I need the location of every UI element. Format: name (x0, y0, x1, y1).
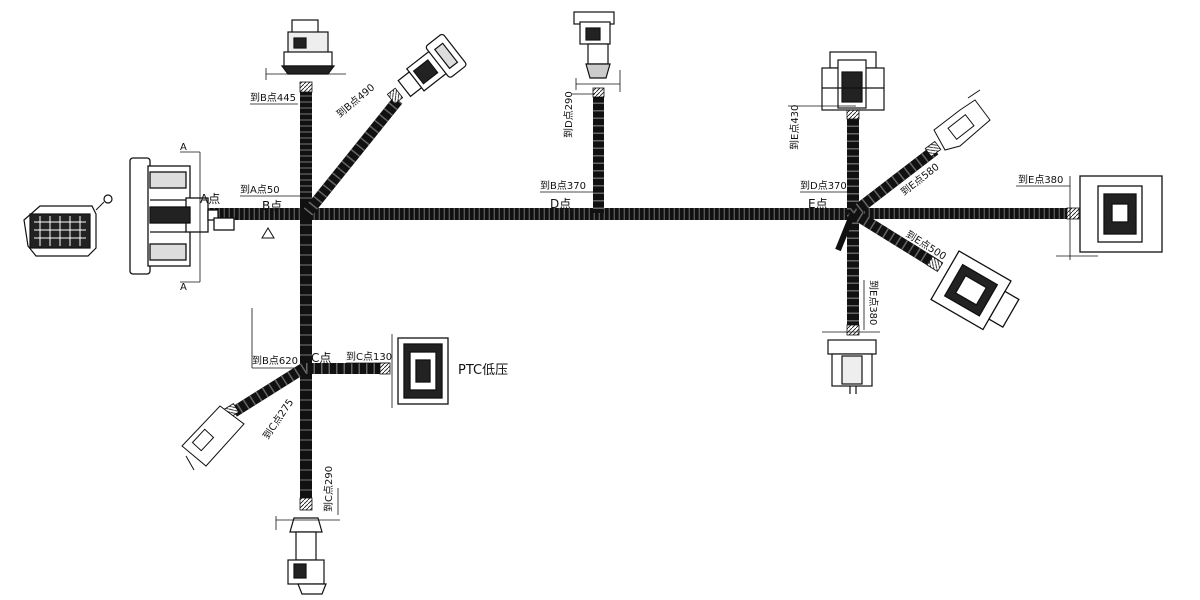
triangle-marker (261, 227, 275, 239)
branch-c-diagonal-ribs (231, 363, 307, 417)
sleeve-d-top (592, 87, 605, 98)
dim-to-e-430: 到E点430 (789, 105, 801, 150)
point-label-a: A点 (200, 192, 220, 206)
branch-d-up (593, 95, 604, 213)
sleeve-c-right (379, 362, 391, 375)
point-label-d: D点 (550, 197, 571, 211)
connector-d-top (573, 11, 621, 92)
dim-to-d-370: 到D点370 (800, 180, 847, 192)
connector-e-top (821, 51, 885, 111)
connector-b-diagonal (397, 33, 467, 98)
sleeve-e-right (1066, 207, 1080, 220)
ground-circle-icon (103, 194, 113, 204)
dim-to-d-290: 到D点290 (563, 91, 575, 138)
branch-e-right (850, 208, 1075, 219)
ptc-connector-label: PTC低压 (458, 363, 508, 378)
branch-e-lower-left (835, 211, 856, 252)
dim-to-c-290: 到C点290 (323, 466, 335, 512)
branch-e-up (847, 118, 859, 213)
branch-e-diag-up (849, 145, 939, 218)
harness-branches (208, 90, 1075, 505)
connector-b-top (265, 19, 346, 80)
main-trunk (208, 208, 863, 220)
branch-e-diag-down-ribs (850, 208, 940, 270)
connector-e-lower-right (930, 250, 1020, 331)
sleeve-e-diag-up (924, 140, 942, 158)
sleeve-e-diag-down (926, 256, 944, 272)
branch-b-up-body (300, 90, 312, 215)
connector-e-upper-right (933, 89, 991, 151)
connector-ptc (391, 334, 449, 408)
dim-to-b-370: 到B点370 (540, 180, 586, 192)
dim-to-e-380-down: 到E点380 (867, 280, 879, 325)
section-mark-bottom: A (180, 282, 187, 293)
connector-b-bottom (275, 516, 340, 595)
point-label-b: B点 (262, 199, 282, 213)
dimension-lines (240, 93, 1070, 515)
branch-b-down-body (300, 215, 312, 505)
dim-to-b-620: 到B点620 (252, 355, 298, 367)
section-mark-top: A (180, 142, 187, 153)
connector-main-a (129, 151, 235, 283)
branch-b-down-ribs (300, 224, 312, 491)
branch-e-down (847, 215, 859, 333)
connector-e-bottom (822, 331, 880, 394)
sleeve-b-diag (386, 87, 404, 105)
dim-to-a-50: 到A点50 (240, 184, 280, 196)
branch-b-diagonal-ribs (303, 96, 403, 216)
dim-to-c-275: 到C点275 (261, 397, 297, 442)
connector-left-small (23, 194, 113, 257)
dim-to-c-130: 到C点130 (346, 351, 392, 363)
sleeve-e-bottom (846, 324, 860, 336)
dim-to-b-490: 到B点490 (334, 82, 377, 121)
branch-b-up-ribs (300, 95, 312, 199)
point-label-c: C点 (311, 351, 331, 365)
branch-c-right (306, 363, 386, 374)
dim-to-b-445: 到B点445 (250, 92, 296, 104)
dim-to-e-380-right: 到E点380 (1018, 174, 1063, 186)
connector-c-lower-left (181, 405, 245, 471)
sleeve-b-bottom (299, 497, 313, 511)
sleeve-b-top (299, 81, 313, 93)
sleeve-e-top (846, 109, 860, 120)
connector-e-right (1056, 175, 1163, 260)
point-label-e: E点 (808, 197, 828, 211)
